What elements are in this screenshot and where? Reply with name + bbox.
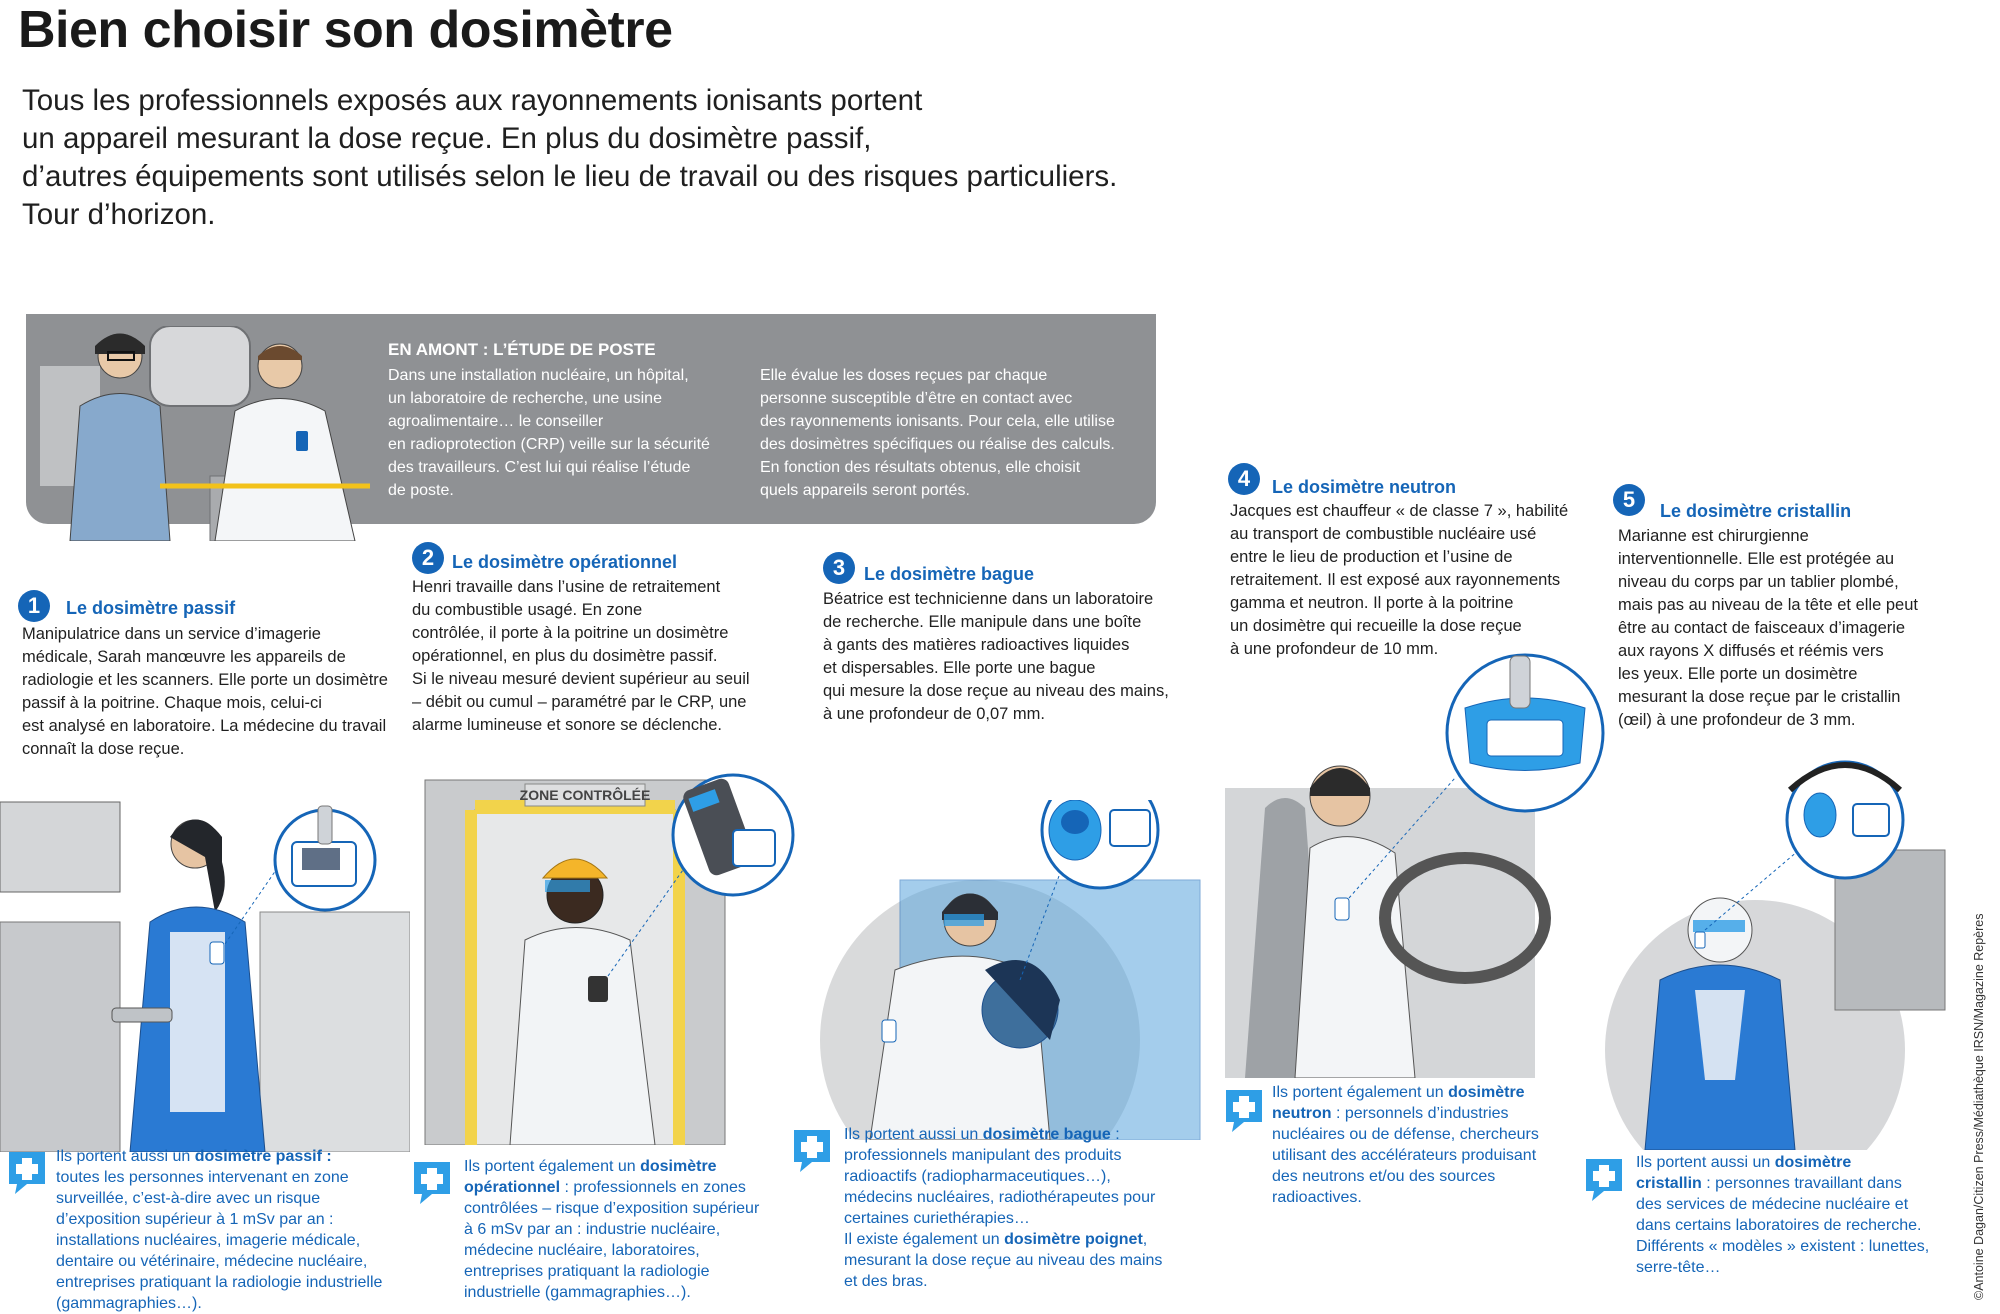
plus-icon	[1226, 1090, 1262, 1132]
intro-line: Tous les professionnels exposés aux rayo…	[22, 84, 923, 117]
intro-line: Tour d’horizon.	[22, 198, 216, 231]
intro-paragraph: Tous les professionnels exposés aux rayo…	[22, 82, 1222, 234]
banner-heading: EN AMONT : L’ÉTUDE DE POSTE	[388, 340, 656, 359]
scene-glovebox-technician	[820, 800, 1201, 1140]
intro-line: un appareil mesurant la dose reçue. En p…	[22, 122, 872, 155]
dosimeter-text-bague: Béatrice est technicienne dans un labora…	[823, 590, 1169, 723]
dosimeter-text-passif: Manipulatrice dans un service d’imagerie…	[22, 625, 388, 758]
crp-illustration	[40, 326, 370, 541]
scene-controlled-zone-worker: ZONE CONTRÔLÉE	[424, 773, 795, 1145]
scene-radiology-technician	[0, 801, 410, 1152]
plus-text-passif: Ils portent aussi un dosimètre passif : …	[56, 1148, 383, 1312]
dosimeter-title-operationnel: Le dosimètre opérationnel	[452, 552, 678, 572]
dosimeter-title-bague: Le dosimètre bague	[864, 564, 1035, 584]
scene-truck-driver	[1225, 653, 1605, 1078]
plus-text-bague: Ils portent aussi un dosimètre bague : p…	[844, 1126, 1163, 1290]
plus-icon	[1586, 1159, 1622, 1201]
step-number-5: 5	[1613, 484, 1645, 516]
plus-text-neutron: Ils portent également un dosimètre neutr…	[1272, 1084, 1539, 1206]
scene-surgeon	[1605, 760, 1946, 1150]
step-number-1: 1	[18, 590, 50, 622]
step-number-4: 4	[1228, 463, 1260, 495]
plus-icon	[794, 1130, 830, 1172]
dosimeter-text-neutron: Jacques est chauffeur « de classe 7 », h…	[1230, 502, 1569, 658]
dosimeter-text-cristallin: Marianne est chirurgienne interventionne…	[1618, 527, 1918, 729]
dosimeter-title-neutron: Le dosimètre neutron	[1272, 477, 1457, 497]
dosimeter-title-cristallin: Le dosimètre cristallin	[1660, 501, 1852, 521]
plus-icon	[414, 1162, 450, 1204]
zone-sign: ZONE CONTRÔLÉE	[520, 786, 651, 803]
page-title: Bien choisir son dosimètre	[18, 1, 673, 59]
step-number-3: 3	[823, 552, 855, 584]
plus-text-operationnel: Ils portent également un dosimètre opéra…	[464, 1158, 760, 1301]
dosimeter-title-passif: Le dosimètre passif	[66, 598, 236, 618]
banner-text-col1: Dans une installation nucléaire, un hôpi…	[388, 367, 710, 499]
plus-text-cristallin: Ils portent aussi un dosimètre cristalli…	[1636, 1154, 1930, 1276]
banner-text-col2: Elle évalue les doses reçues par chaque …	[760, 367, 1115, 499]
image-credit: ©Antoine Dagan/Citizen Press/Médiathèque…	[1972, 913, 1986, 1301]
intro-line: d’autres équipements sont utilisés selon…	[22, 160, 1118, 193]
step-number-2: 2	[412, 542, 444, 574]
plus-icon	[9, 1152, 45, 1194]
dosimeter-text-operationnel: Henri travaille dans l’usine de retraite…	[412, 578, 750, 734]
